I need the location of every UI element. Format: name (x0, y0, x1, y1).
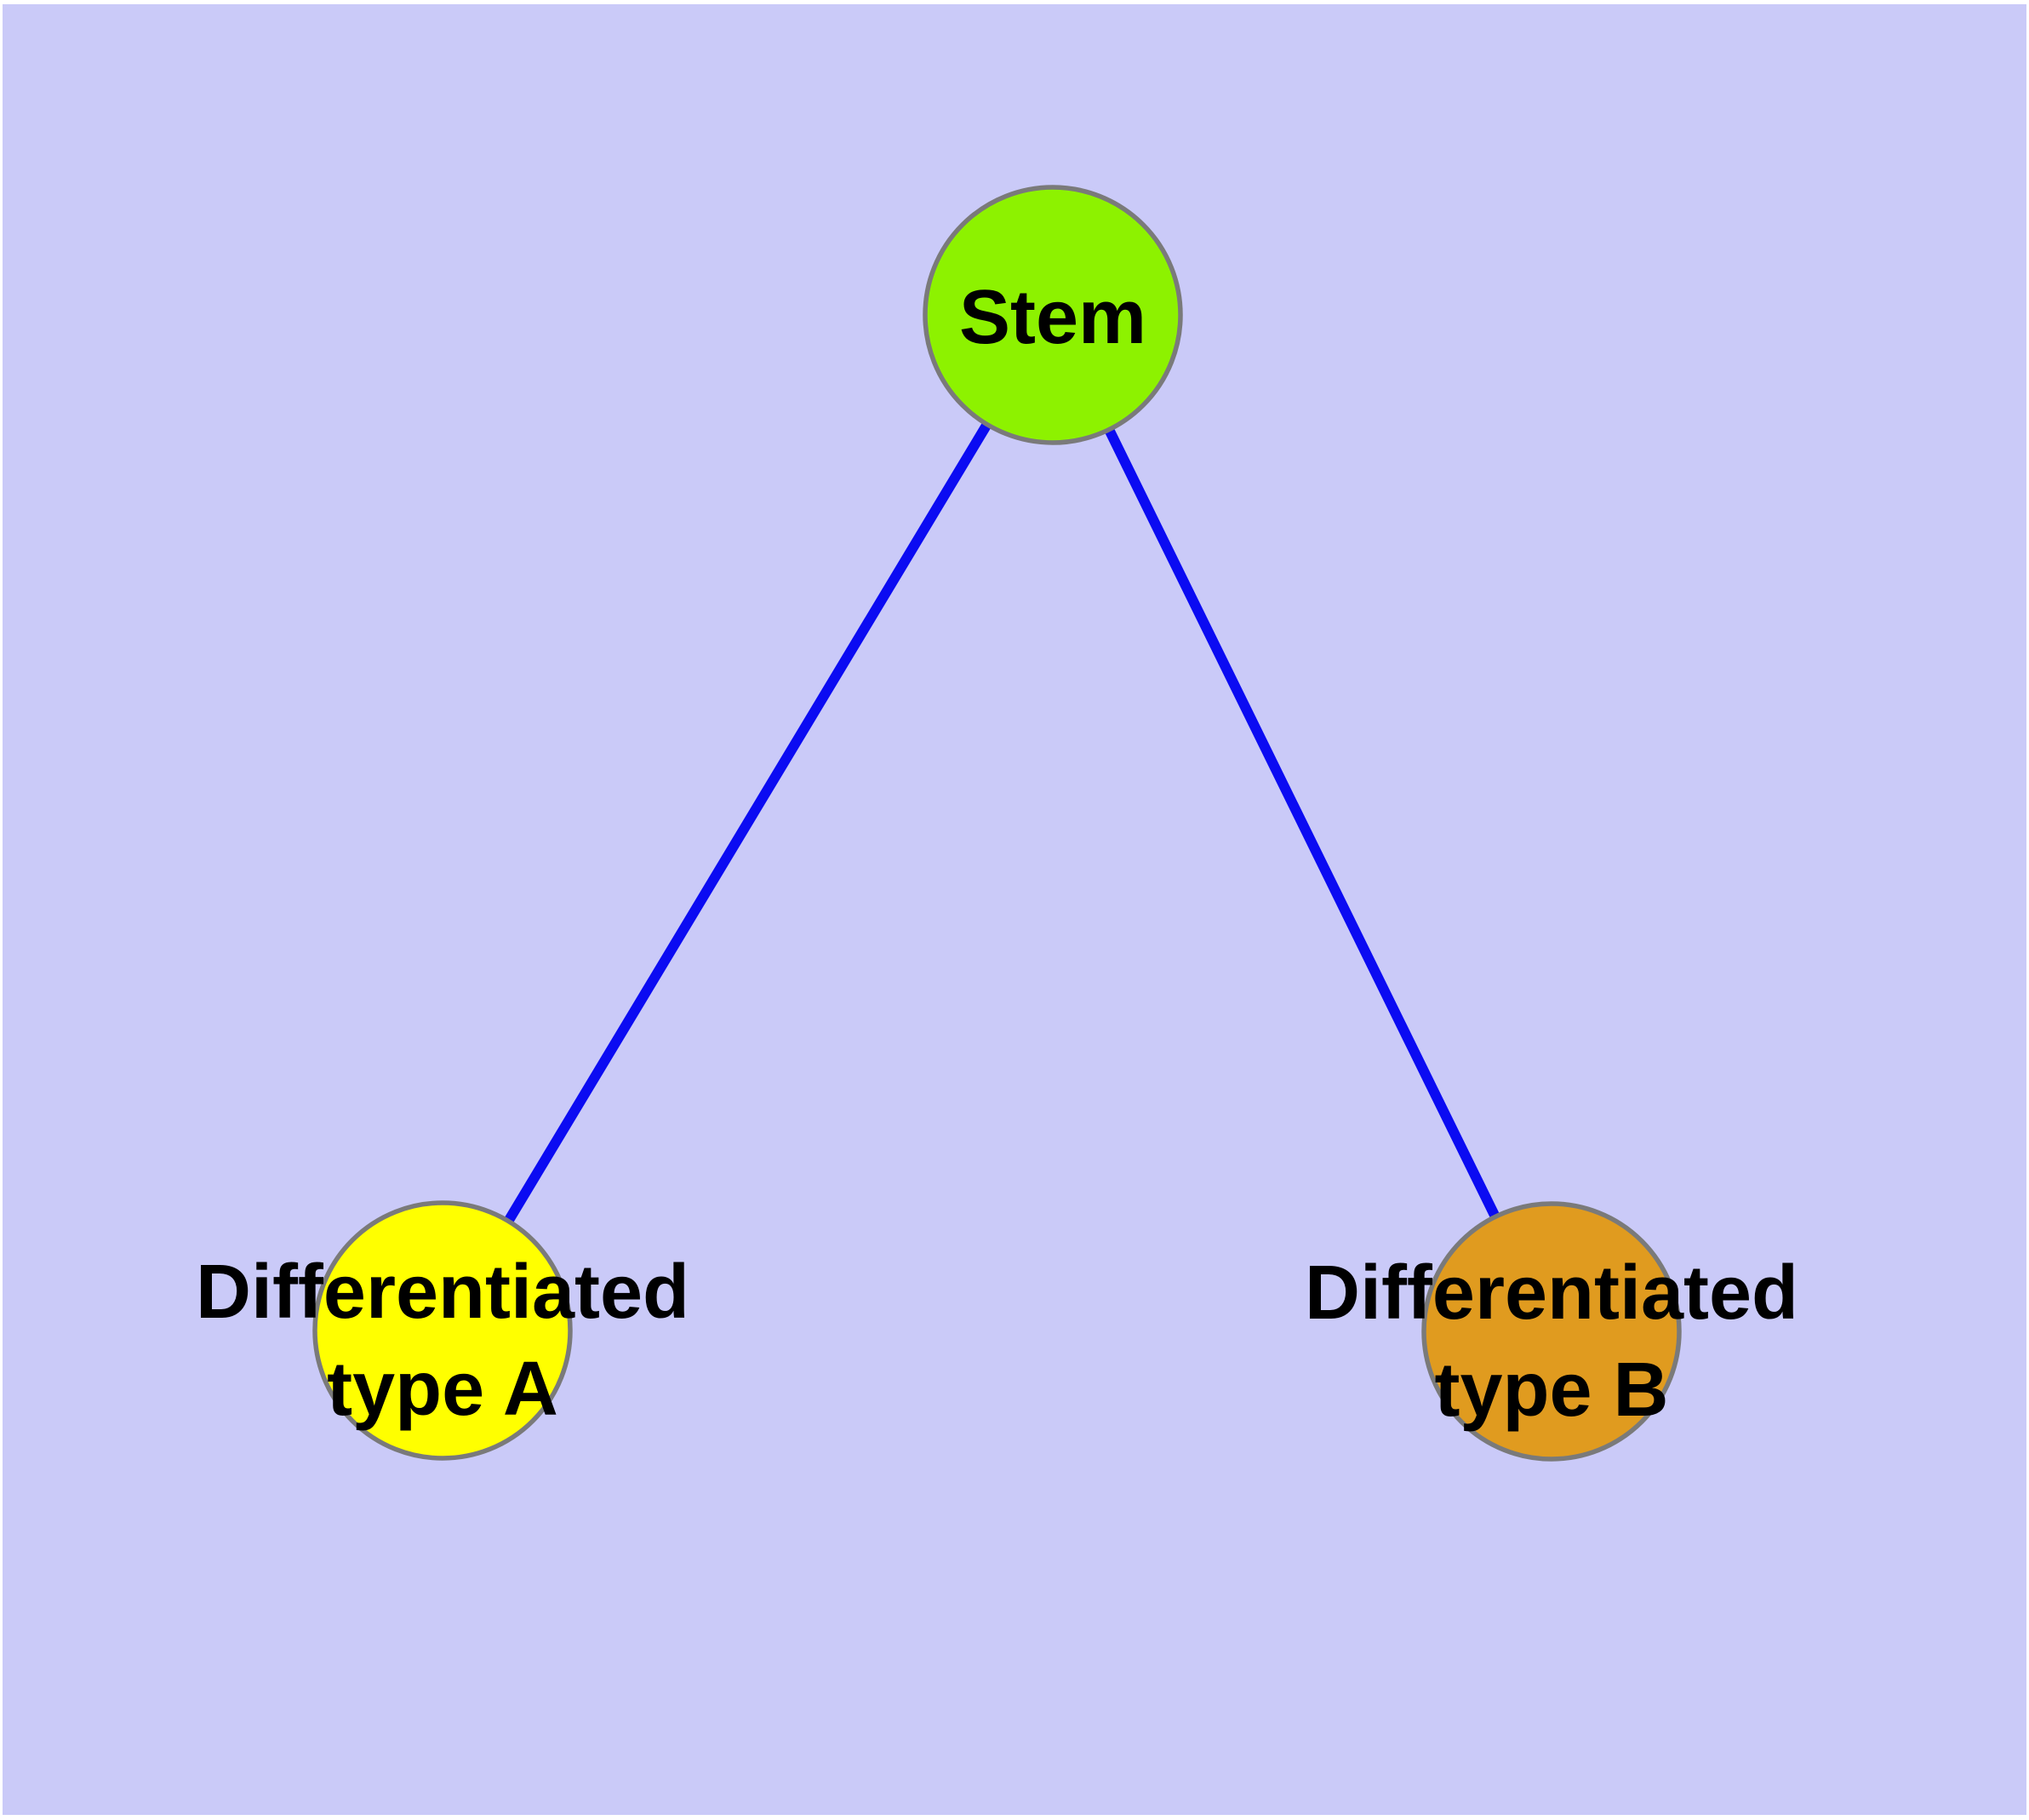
node-circle-stem[interactable] (923, 185, 1183, 445)
node-label-type-a-line1: Differentiated (196, 1250, 689, 1335)
node-circle-type-a[interactable] (312, 1200, 573, 1461)
node-label-type-b-line1: Differentiated (1305, 1251, 1798, 1336)
node-stem[interactable]: Stem (923, 185, 1183, 445)
node-type-b[interactable]: Differentiated type B (1305, 1201, 1798, 1462)
node-label-type-a-line2: type A (327, 1347, 558, 1432)
node-label-stem-line1: Stem (959, 275, 1146, 360)
node-type-a[interactable]: Differentiated type A (196, 1200, 689, 1461)
edge-stem-to-type-b (1048, 312, 1557, 1334)
node-circle-type-b[interactable] (1421, 1201, 1682, 1462)
edges-layer (437, 312, 1557, 1334)
node-label-type-b-line2: type B (1434, 1348, 1668, 1433)
edge-stem-to-type-a (437, 312, 1058, 1334)
